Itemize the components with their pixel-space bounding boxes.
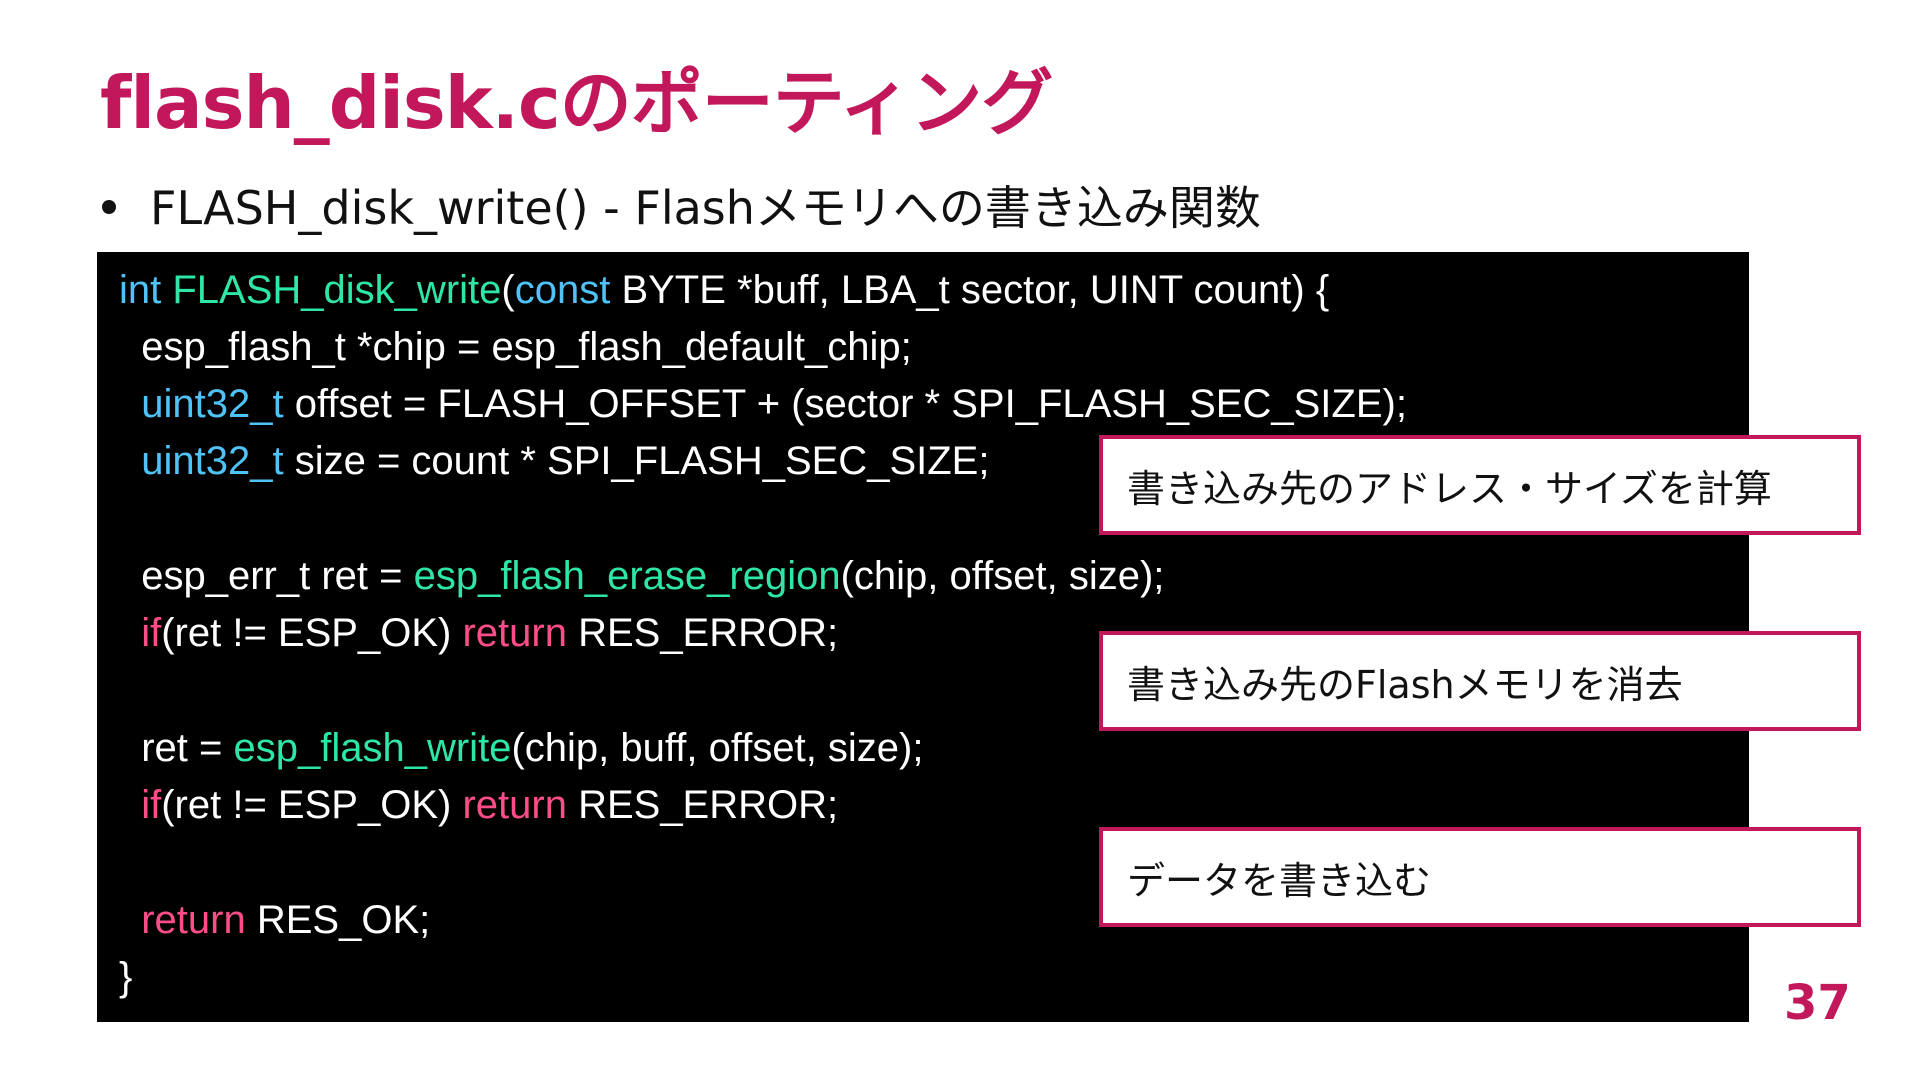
code-token-indent <box>119 611 141 655</box>
code-token-keyword: if <box>141 783 162 827</box>
code-line-10: if(ret != ESP_OK) return RES_ERROR; <box>119 785 838 825</box>
code-token-text: esp_err_t ret = <box>119 554 414 598</box>
bullet-icon <box>102 200 116 214</box>
code-token-text: (chip, offset, size); <box>840 554 1165 598</box>
callout-calc-address-size: 書き込み先のアドレス・サイズを計算 <box>1099 435 1861 535</box>
code-token-keyword: return <box>141 898 246 942</box>
code-token-function: esp_flash_erase_region <box>413 554 841 598</box>
code-token-keyword: return <box>462 783 567 827</box>
page-number: 37 <box>1784 975 1851 1031</box>
code-line-2: esp_flash_t *chip = esp_flash_default_ch… <box>119 325 912 369</box>
code-token-type: uint32_t <box>141 439 284 483</box>
code-token-indent <box>119 898 141 942</box>
code-token-function: FLASH_disk_write <box>172 268 502 312</box>
code-token-text: ret = <box>119 726 234 770</box>
callout-write-data: データを書き込む <box>1099 827 1861 927</box>
code-token-text: RES_OK; <box>245 898 431 942</box>
bullet-item: FLASH_disk_write() - Flashメモリへの書き込み関数 <box>102 172 1261 238</box>
code-token-text: (chip, buff, offset, size); <box>511 726 924 770</box>
code-line-3: uint32_t offset = FLASH_OFFSET + (sector… <box>119 384 1407 424</box>
code-line-12: return RES_OK; <box>119 900 430 940</box>
code-line-1: int FLASH_disk_write(const BYTE *buff, L… <box>119 270 1329 310</box>
code-line-6: esp_err_t ret = esp_flash_erase_region(c… <box>119 556 1164 596</box>
code-token-paren: ( <box>501 268 515 312</box>
code-line-9: ret = esp_flash_write(chip, buff, offset… <box>119 726 924 770</box>
code-line-13: } <box>119 955 133 999</box>
callout-erase-flash: 書き込み先のFlashメモリを消去 <box>1099 631 1861 731</box>
code-token-text: RES_ERROR; <box>566 783 839 827</box>
code-token-indent <box>119 382 141 426</box>
code-token-text: (ret != ESP_OK) <box>161 783 463 827</box>
code-line-7: if(ret != ESP_OK) return RES_ERROR; <box>119 613 838 653</box>
code-token-function: esp_flash_write <box>233 726 512 770</box>
code-token-text: (ret != ESP_OK) <box>161 611 463 655</box>
code-token-indent <box>119 783 141 827</box>
code-token-keyword: const <box>514 268 611 312</box>
code-token-keyword: if <box>141 611 162 655</box>
code-token-keyword: int <box>119 268 162 312</box>
bullet-text: FLASH_disk_write() - Flashメモリへの書き込み関数 <box>150 181 1261 235</box>
code-token-keyword: return <box>462 611 567 655</box>
code-token-text: size = count * SPI_FLASH_SEC_SIZE; <box>283 439 990 483</box>
code-token-text: BYTE *buff, LBA_t sector, UINT count) { <box>610 268 1330 312</box>
code-token-indent <box>119 439 141 483</box>
code-token-text: offset = FLASH_OFFSET + (sector * SPI_FL… <box>283 382 1407 426</box>
code-token-text: RES_ERROR; <box>566 611 839 655</box>
code-line-4: uint32_t size = count * SPI_FLASH_SEC_SI… <box>119 441 989 481</box>
code-token-type: uint32_t <box>141 382 284 426</box>
slide-title: flash_disk.cのポーティング <box>100 61 1053 145</box>
